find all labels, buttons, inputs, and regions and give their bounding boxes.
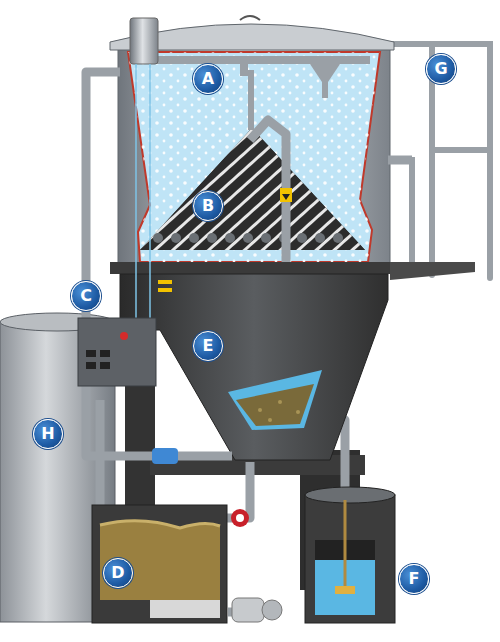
callout-badge: E (193, 331, 223, 361)
callout-badge: H (33, 419, 63, 449)
sludge-container (92, 505, 282, 623)
callout-badge: B (193, 191, 223, 221)
tank-upper (110, 16, 394, 268)
callout-letter: G (434, 61, 447, 77)
valve (152, 448, 178, 464)
callout-badge: A (193, 64, 223, 94)
level-sensor (130, 18, 158, 320)
callout-badge: C (71, 281, 101, 311)
lamella-cone (140, 70, 365, 250)
callout-letter: F (409, 571, 420, 587)
control-panel (78, 318, 156, 386)
callout-badge: D (103, 558, 133, 588)
callout-letter: E (203, 338, 214, 354)
callout-letter: C (80, 288, 92, 304)
flow-arrow (280, 188, 292, 202)
callout-letter: A (202, 71, 214, 87)
callout-letter: H (41, 426, 54, 442)
callout-badge: F (399, 564, 429, 594)
valve (231, 509, 249, 527)
callout-badge: G (426, 54, 456, 84)
callout-letter: B (202, 198, 214, 214)
collection-bucket (305, 487, 395, 623)
hopper (120, 274, 388, 460)
callout-letter: D (111, 565, 124, 581)
